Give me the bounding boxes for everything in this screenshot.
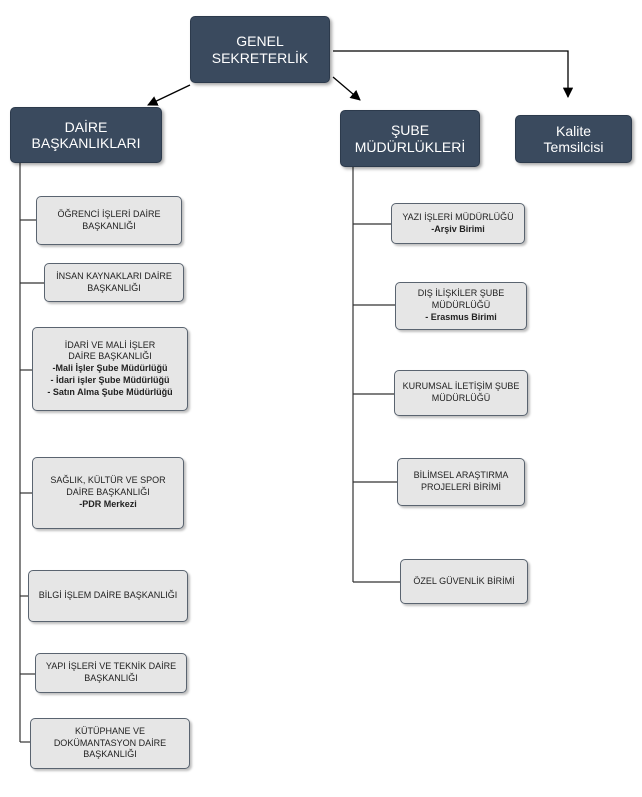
kalite-temsilcisi-node: Kalite Temsilcisi [515, 115, 632, 163]
sube-sub-item: - Erasmus Birimi [425, 311, 497, 322]
daire-baskanliklari-node: DAİRE BAŞKANLIKLARI [10, 107, 162, 163]
daire-box-ogrenci-isleri: ÖĞRENCİ İŞLERİ DAİRE BAŞKANLIĞI [36, 196, 182, 245]
sube-box-title: BİLİMSEL ARAŞTIRMA PROJELERİ BİRİMİ [413, 470, 509, 492]
daire-box-title: İNSAN KAYNAKLARI DAİRE BAŞKANLIĞI [56, 270, 172, 293]
daire-sub-item: - Satın Alma Şube Müdürlüğü [47, 386, 173, 397]
sube-box-bilimsel-arastirma: BİLİMSEL ARAŞTIRMA PROJELERİ BİRİMİ [397, 458, 525, 506]
daire-box-saglik-kultur-spor: SAĞLIK, KÜLTÜR VE SPOR DAİRE BAŞKANLIĞI … [32, 457, 184, 529]
genel-sekreterlik-line2: SEKRETERLİK [211, 49, 309, 66]
sube-mudurlukleri-node: ŞUBE MÜDÜRLÜKLERİ [340, 110, 480, 167]
daire-sub-item: - İdari işler Şube Müdürlüğü [50, 374, 170, 385]
daire-box-title: BİLGİ İŞLEM DAİRE BAŞKANLIĞI [38, 590, 178, 601]
sube-box-title: ÖZEL GÜVENLİK BİRİMİ [413, 575, 515, 586]
daire-box-kutuphane: KÜTÜPHANE VE DOKÜMANTASYON DAİRE BAŞKANL… [30, 718, 190, 769]
daire-box-idari-mali: İDARİ VE MALİ İŞLER DAİRE BAŞKANLIĞI -Ma… [32, 327, 188, 411]
sube-box-yazi-isleri: YAZI İŞLERİ MÜDÜRLÜĞÜ -Arşiv Birimi [391, 203, 525, 244]
daire-sub-item: -Mali İşler Şube Müdürlüğü [52, 363, 168, 374]
daire-header-line2: BAŞKANLIKLARI [31, 135, 141, 151]
daire-header-line1: DAİRE [64, 118, 108, 135]
sube-box-dis-iliskiler: DIŞ İLİŞKİLER ŞUBE MÜDÜRLÜĞÜ - Erasmus B… [395, 282, 527, 330]
sube-box-title: KURUMSAL İLETİŞİM ŞUBE MÜDÜRLÜĞÜ [402, 381, 520, 403]
daire-box-title: SAĞLIK, KÜLTÜR VE SPOR DAİRE BAŞKANLIĞI [50, 475, 166, 498]
sube-box-kurumsal-iletisim: KURUMSAL İLETİŞİM ŞUBE MÜDÜRLÜĞÜ [394, 370, 528, 416]
sube-sub-item: -Arşiv Birimi [431, 223, 485, 234]
genel-sekreterlik-node: GENEL SEKRETERLİK [190, 16, 330, 83]
sube-box-ozel-guvenlik: ÖZEL GÜVENLİK BİRİMİ [400, 559, 528, 604]
daire-box-yapi-isleri: YAPI İŞLERİ VE TEKNİK DAİRE BAŞKANLIĞI [35, 653, 187, 693]
genel-sekreterlik-line1: GENEL [236, 33, 284, 50]
daire-box-title: ÖĞRENCİ İŞLERİ DAİRE BAŞKANLIĞI [57, 208, 161, 231]
kalite-line2: Temsilcisi [543, 139, 604, 155]
sube-box-title: YAZI İŞLERİ MÜDÜRLÜĞÜ [402, 211, 514, 222]
daire-box-title: YAPI İŞLERİ VE TEKNİK DAİRE BAŞKANLIĞI [45, 661, 177, 683]
daire-box-title: İDARİ VE MALİ İŞLER DAİRE BAŞKANLIĞI [64, 339, 156, 362]
daire-box-insan-kaynaklari: İNSAN KAYNAKLARI DAİRE BAŞKANLIĞI [44, 263, 184, 302]
sube-header-line2: MÜDÜRLÜKLERİ [354, 138, 466, 155]
daire-box-bilgi-islem: BİLGİ İŞLEM DAİRE BAŞKANLIĞI [28, 570, 188, 622]
sube-box-title: DIŞ İLİŞKİLER ŞUBE MÜDÜRLÜĞÜ [417, 288, 505, 311]
sube-header-line1: ŞUBE [390, 122, 430, 139]
daire-box-title: KÜTÜPHANE VE DOKÜMANTASYON DAİRE BAŞKANL… [53, 725, 167, 760]
daire-sub-item: -PDR Merkezi [79, 498, 137, 509]
kalite-line1: Kalite [555, 122, 592, 139]
